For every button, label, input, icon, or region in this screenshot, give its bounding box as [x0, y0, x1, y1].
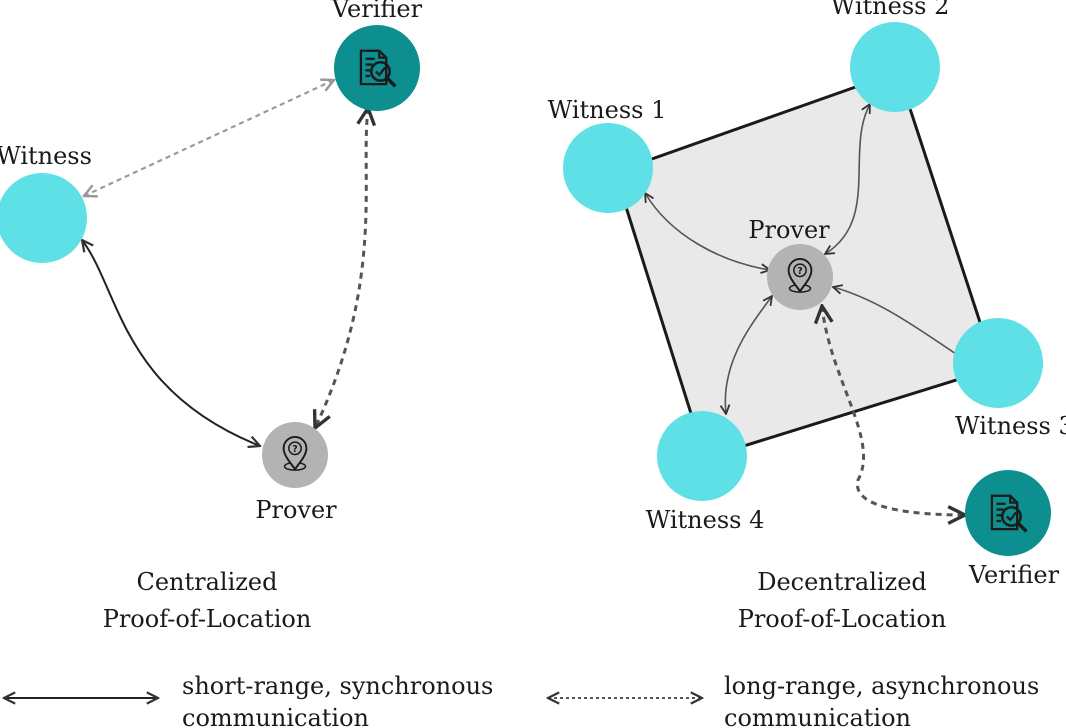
centralized-witness-label: Witness: [0, 142, 92, 170]
legend-dashed-line2: communication: [724, 704, 911, 728]
centralized-prover-label: Prover: [255, 496, 337, 524]
link-verifier-prover: [315, 108, 368, 428]
link-witness-verifier: [84, 80, 334, 196]
link-witness4-prover: [725, 296, 772, 414]
decentralized-verifier-label: Verifier: [968, 561, 1060, 589]
centralized-caption-line1: Centralized: [136, 568, 277, 596]
legend-solid-line1: short-range, synchronous: [182, 672, 493, 700]
decentralized-verifier-node: [965, 470, 1051, 556]
witness2-label: Witness 2: [831, 0, 950, 20]
legend: short-range, synchronous communication l…: [4, 672, 1039, 728]
centralized-panel: Verifier Witness Prover Centralized Proo…: [0, 0, 423, 633]
decentralized-caption-line1: Decentralized: [757, 568, 927, 596]
witness3-node: [953, 318, 1043, 408]
link-prover-verifier: [822, 306, 965, 515]
decentralized-caption-line2: Proof-of-Location: [738, 605, 947, 633]
link-witness2-prover: [825, 104, 870, 254]
decentralized-panel: Witness 1 Witness 2 Witness 3 Witness 4 …: [548, 0, 1066, 633]
centralized-caption-line2: Proof-of-Location: [103, 605, 312, 633]
witness2-node: [850, 22, 940, 112]
legend-solid-line2: communication: [182, 704, 369, 728]
legend-dashed-line1: long-range, asynchronous: [724, 672, 1039, 700]
centralized-verifier-node: [334, 25, 420, 111]
centralized-verifier-label: Verifier: [331, 0, 423, 23]
witness3-label: Witness 3: [955, 412, 1066, 440]
witness1-label: Witness 1: [548, 96, 667, 124]
witness4-label: Witness 4: [646, 506, 765, 534]
witness4-node: [657, 411, 747, 501]
decentralized-prover-label: Prover: [748, 216, 830, 244]
centralized-witness-node: [0, 173, 87, 263]
link-witness1-prover: [645, 193, 770, 270]
witness1-node: [563, 123, 653, 213]
link-witness-prover: [82, 240, 260, 446]
